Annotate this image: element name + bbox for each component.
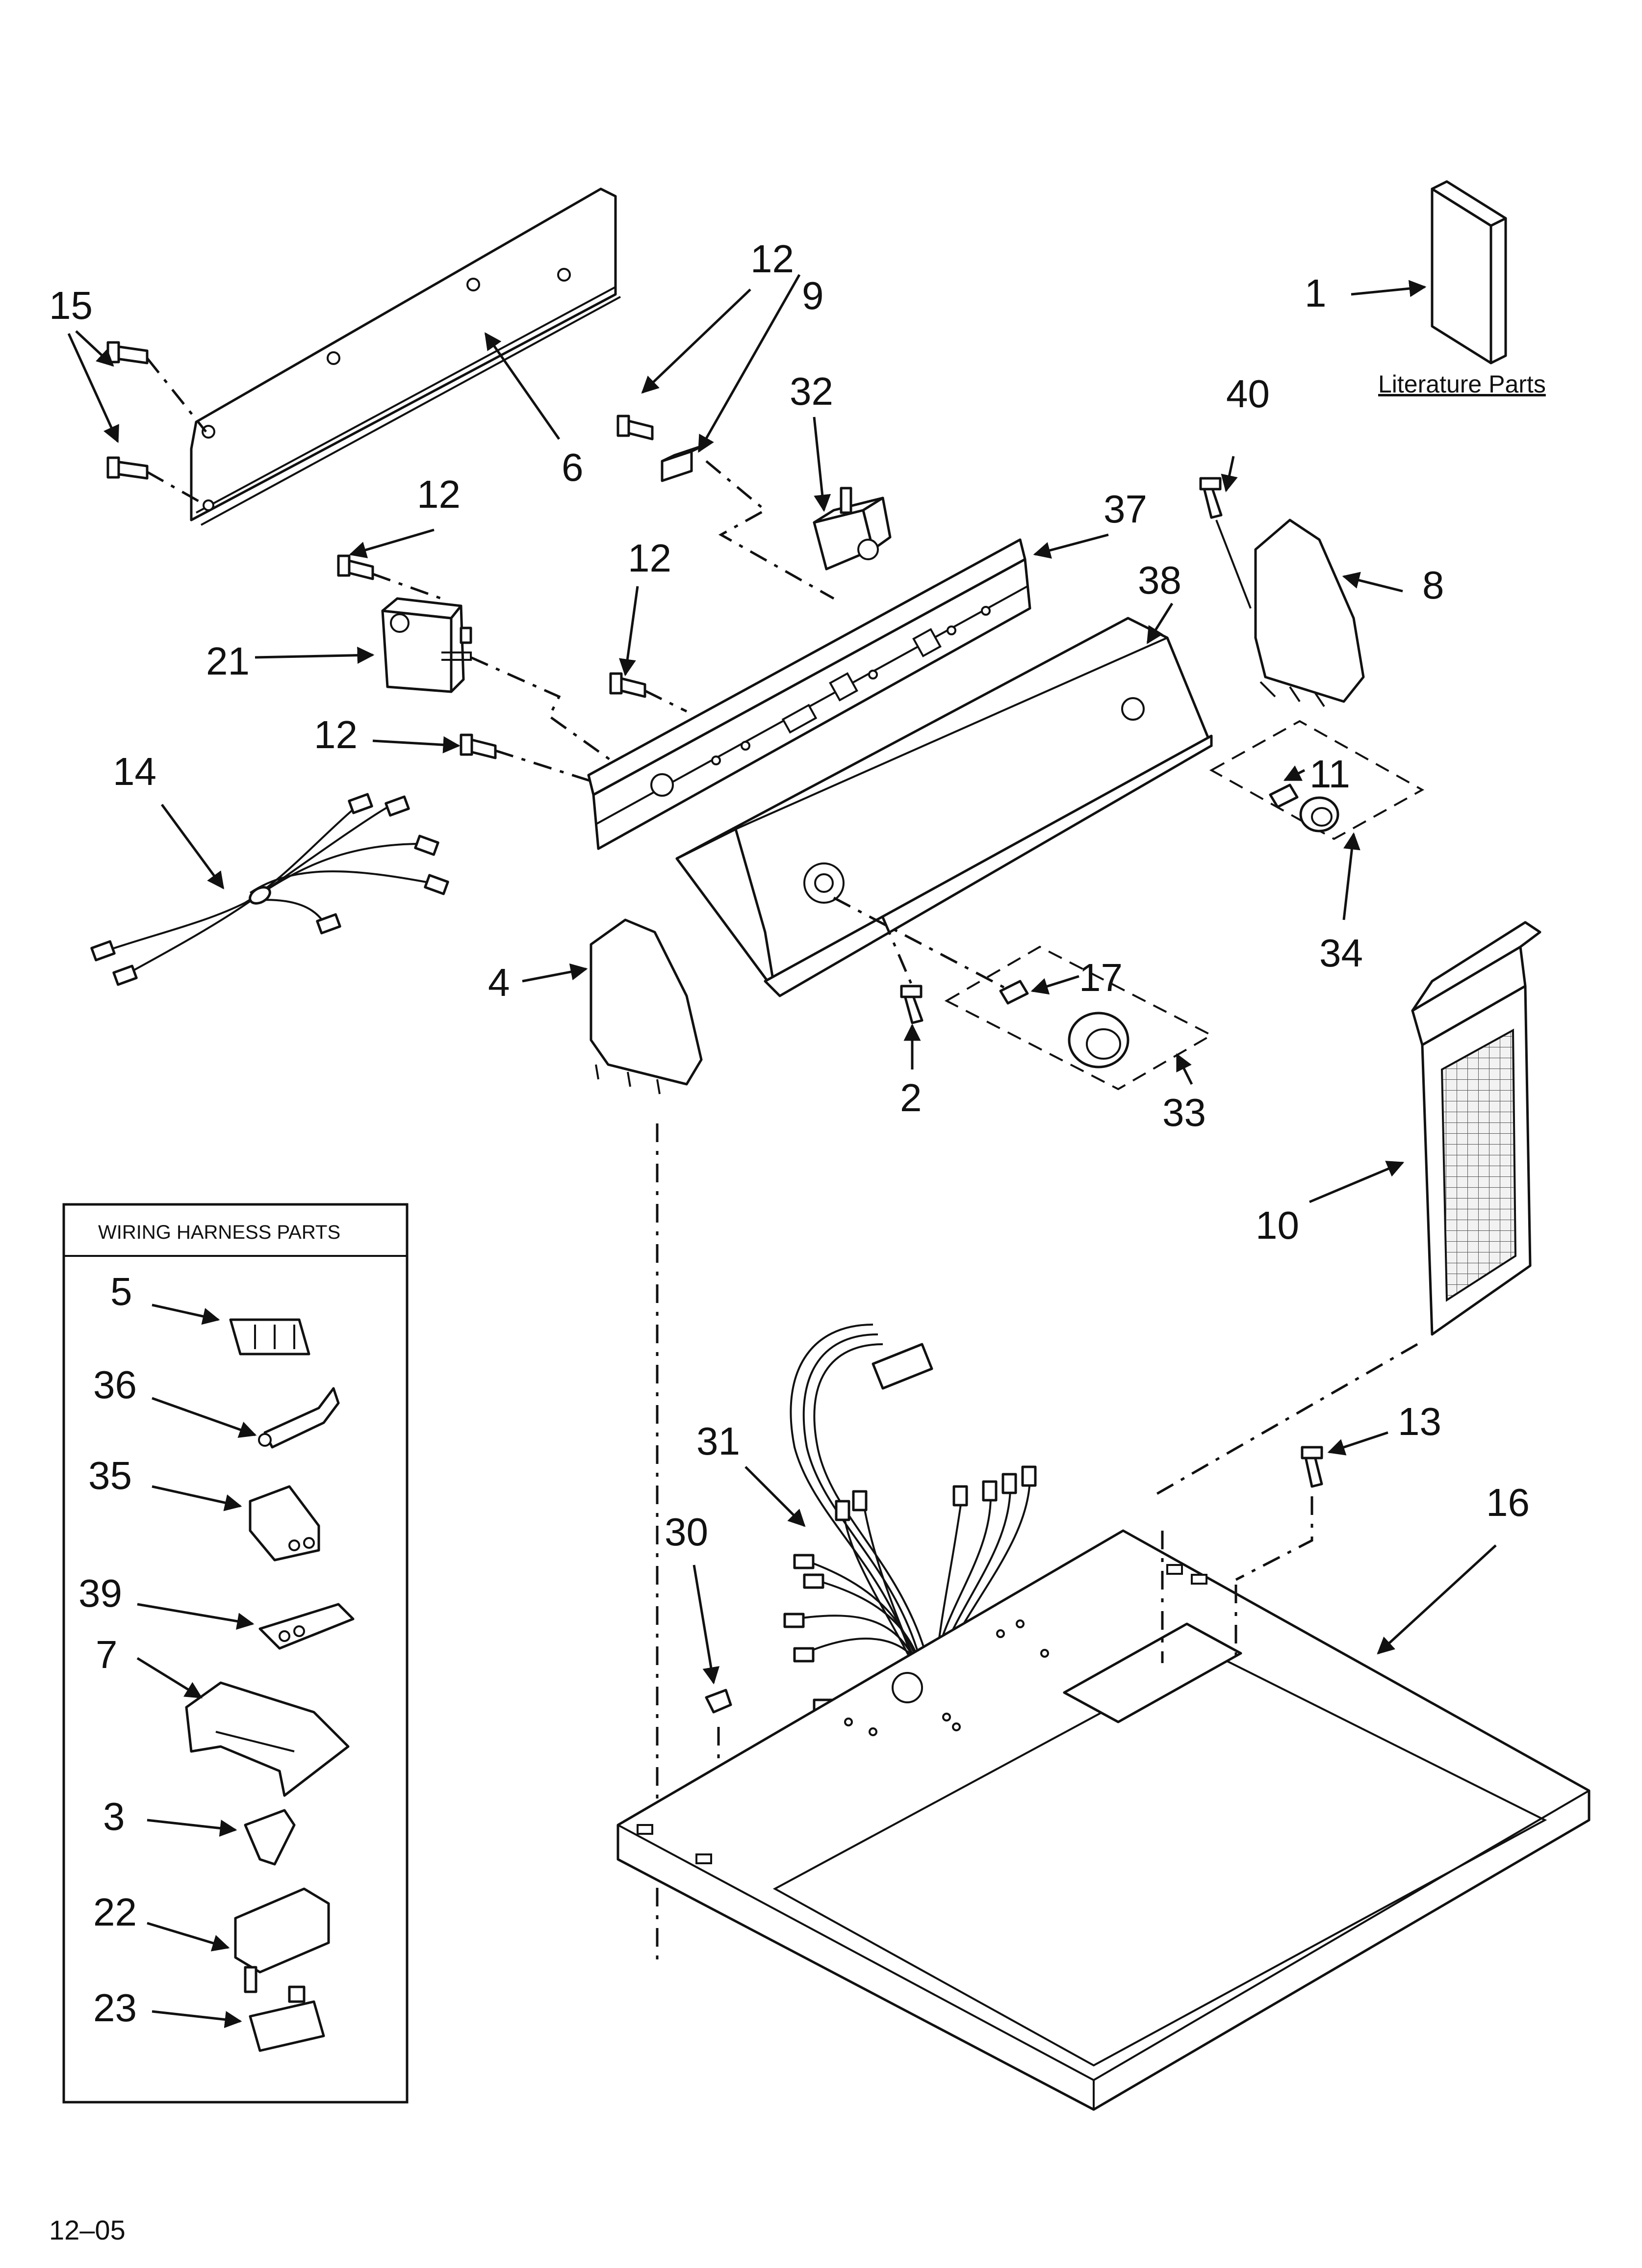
callout-3: 3	[103, 1795, 125, 1838]
callout-7: 7	[96, 1633, 118, 1676]
part-17-clip	[999, 980, 1029, 1005]
callout-12-top: 12	[750, 237, 794, 281]
part-3-clip	[244, 1809, 296, 1866]
part-4-endcap-left	[590, 918, 703, 1095]
part-38-console	[675, 617, 1213, 997]
part-31-harness	[783, 1324, 1037, 1713]
callout-38: 38	[1138, 558, 1181, 602]
part-35-housing	[249, 1485, 320, 1562]
part-9-clip	[661, 444, 705, 482]
leader-lines	[67, 274, 1497, 2028]
part-32-switch	[813, 487, 892, 571]
callout-1: 1	[1305, 271, 1327, 315]
callout-13: 13	[1398, 1400, 1441, 1443]
part-23-connector	[249, 1985, 325, 2052]
part-11-clip	[1269, 783, 1299, 808]
callout-8: 8	[1422, 563, 1444, 607]
callout-5: 5	[110, 1270, 132, 1313]
part-14-harness	[90, 793, 449, 986]
part-37-bracket	[587, 538, 1031, 850]
callout-23: 23	[93, 1986, 137, 2030]
part-16-top	[616, 1529, 1591, 2111]
callout-31: 31	[696, 1419, 740, 1463]
part-30-clip	[705, 1689, 732, 1714]
callout-39: 39	[78, 1571, 122, 1615]
screw-12-mid	[609, 672, 646, 698]
part-7-block	[185, 1681, 350, 1797]
callout-labels: 1 15 6 12 9 32 40 37 38 8 12 12 21 12 14…	[49, 237, 1530, 2030]
rear-panel	[190, 187, 621, 526]
screw-13	[1301, 1446, 1323, 1488]
callout-11: 11	[1309, 752, 1350, 796]
callout-16: 16	[1486, 1481, 1530, 1524]
part-39-housing	[258, 1603, 355, 1650]
part-8-endcap-right	[1254, 519, 1365, 707]
part-34-knob	[1299, 796, 1339, 833]
wiring-harness-title: WIRING HARNESS PARTS	[98, 1222, 340, 1243]
screw-12-top	[616, 415, 654, 441]
part-36-terminal	[258, 1387, 340, 1449]
callout-36: 36	[93, 1363, 137, 1407]
literature-parts-label: Literature Parts	[1378, 370, 1546, 398]
callout-14: 14	[113, 750, 156, 793]
callout-35: 35	[88, 1454, 132, 1497]
callout-30: 30	[665, 1510, 708, 1554]
part-10-lint-screen	[1411, 921, 1541, 1336]
callout-4: 4	[488, 961, 510, 1004]
screw-15a	[106, 341, 149, 365]
callout-10: 10	[1256, 1203, 1299, 1247]
screw-12-left	[337, 554, 374, 580]
page-code: 12–05	[49, 2215, 126, 2245]
callout-12-mid: 12	[628, 536, 671, 580]
callout-6: 6	[562, 445, 584, 489]
screw-12-low	[460, 733, 497, 759]
callout-37: 37	[1103, 487, 1147, 531]
screw-40	[1199, 477, 1223, 519]
part-33-knob	[1068, 1012, 1129, 1069]
callout-2: 2	[900, 1076, 922, 1120]
callout-33: 33	[1162, 1091, 1206, 1134]
part-21-timer	[381, 597, 472, 693]
callout-9: 9	[802, 274, 824, 317]
wiring-harness-box	[62, 1203, 409, 2104]
callout-22: 22	[93, 1890, 137, 1934]
callout-34: 34	[1319, 931, 1363, 975]
screw-2	[900, 985, 924, 1024]
callout-12-left: 12	[417, 472, 461, 516]
callout-40: 40	[1226, 372, 1270, 416]
callout-15: 15	[49, 284, 93, 327]
part-5-connector	[229, 1318, 310, 1356]
callout-17: 17	[1079, 956, 1123, 999]
part-22-switch	[234, 1887, 330, 1993]
screw-15b	[106, 456, 149, 480]
literature-book	[1431, 180, 1507, 365]
callout-21: 21	[206, 639, 250, 683]
callout-12-low: 12	[314, 713, 358, 756]
callout-32: 32	[790, 369, 833, 413]
